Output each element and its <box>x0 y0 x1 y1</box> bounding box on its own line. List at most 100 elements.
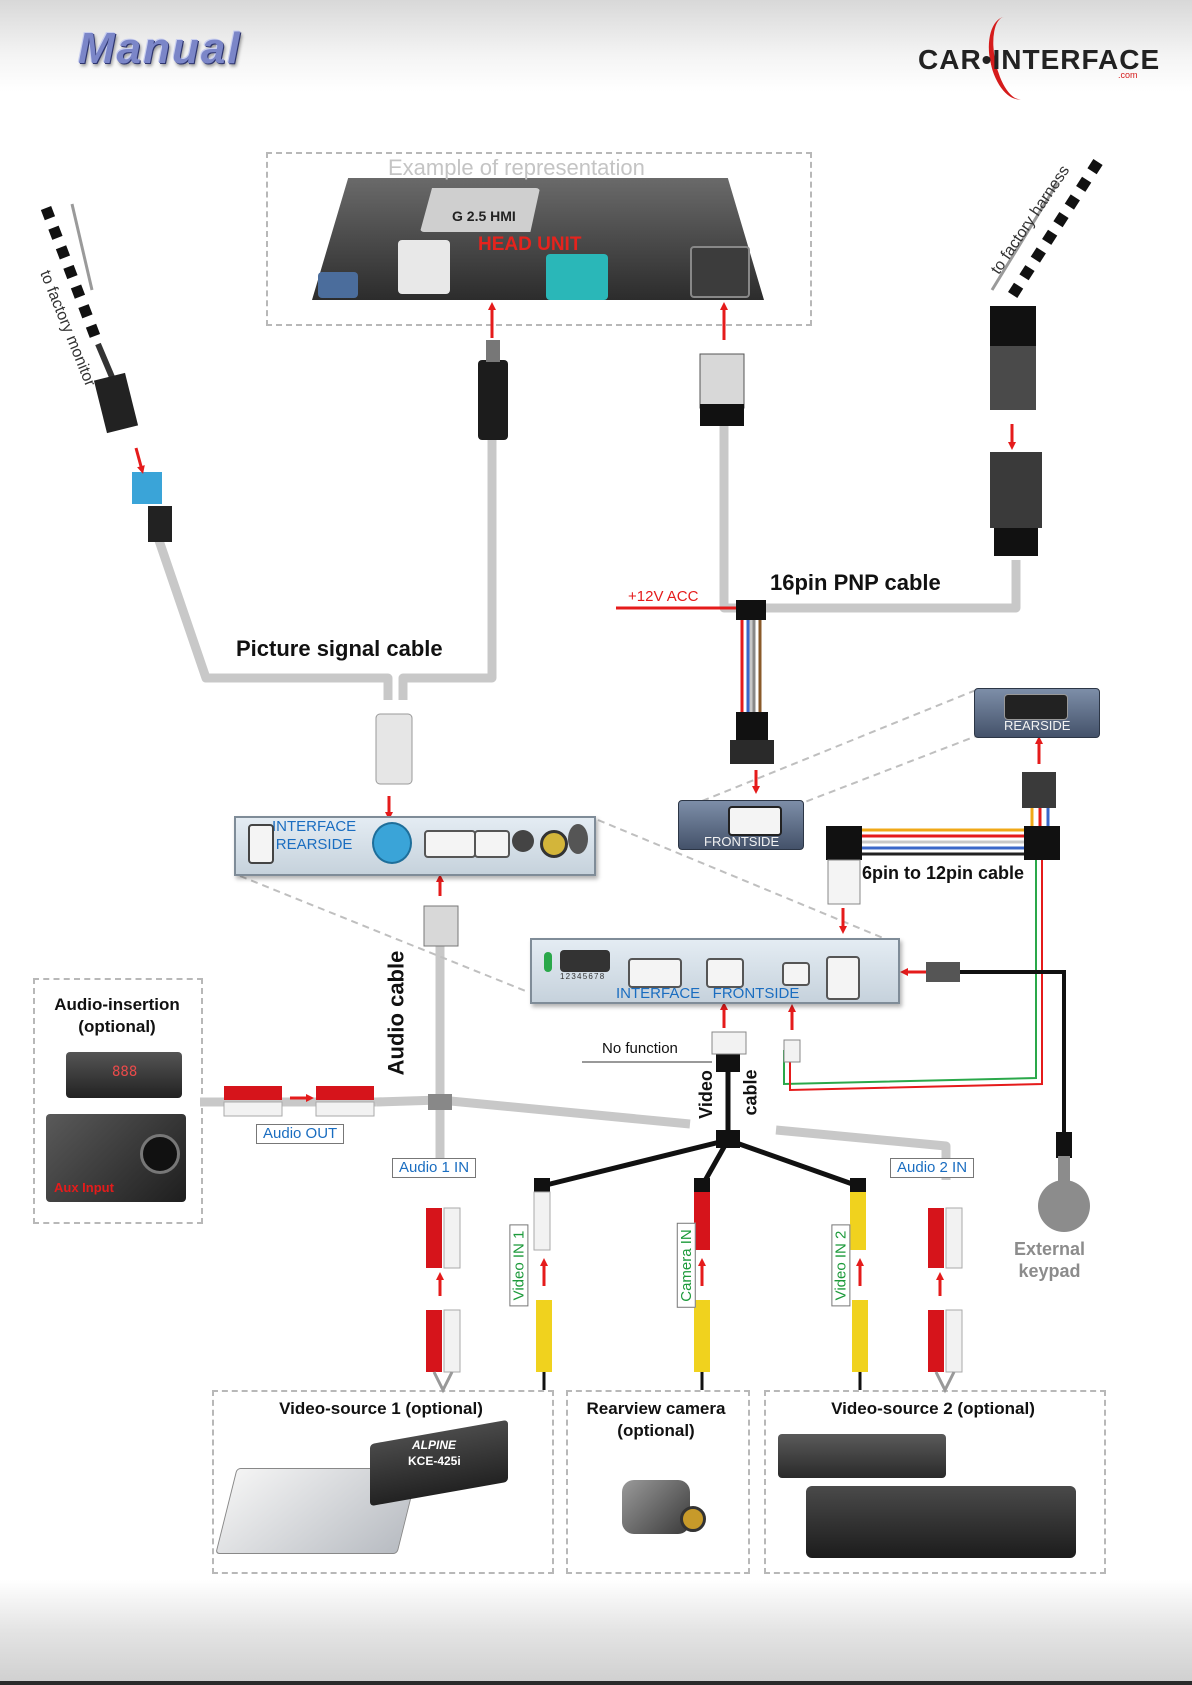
twelve-up-wires <box>1030 808 1050 826</box>
rearside-port-blue <box>372 822 412 864</box>
rearside-fakra <box>568 824 588 854</box>
keypad-body <box>1038 1180 1090 1232</box>
pnp-harness-bottom <box>990 452 1042 528</box>
monitor-blue-plug <box>132 472 162 504</box>
pnp-harness-top-grey <box>990 346 1036 410</box>
audio-out-tag: Audio OUT <box>256 1124 345 1144</box>
dashed-to-harness <box>1007 159 1103 299</box>
rearview-camera-lens <box>680 1506 706 1532</box>
audio-insertion-title: Audio-insertion (optional) <box>54 995 180 1036</box>
pnp-colored-wires <box>740 620 762 712</box>
source-cords-grey <box>432 1371 956 1394</box>
head-unit-chip <box>420 188 540 232</box>
rearside-port-left <box>248 824 274 864</box>
pnp-hu-plug <box>699 353 745 409</box>
head-unit-port-black <box>690 246 750 298</box>
video-cable-label-2: cable <box>740 1069 761 1116</box>
keypad-neck <box>1058 1156 1070 1182</box>
six-twelve-wires <box>862 828 1024 856</box>
audio-cable-label: Audio cable <box>383 950 409 1076</box>
rca-male-row <box>426 1300 963 1373</box>
logo-sub: .com <box>1118 70 1138 80</box>
frontside-port-2 <box>706 958 744 988</box>
no-function-plug <box>711 1031 747 1055</box>
cable-audio-horizontal <box>375 1095 691 1129</box>
frontside-port-3 <box>782 962 810 986</box>
camera-in-tag: Camera IN <box>676 1223 696 1308</box>
rearside-port-white-1 <box>424 830 476 858</box>
external-keypad-label: External keypad <box>1014 1239 1086 1281</box>
head-unit-port-white <box>398 240 450 294</box>
pnp-hu-plug-base <box>700 404 744 426</box>
frontside-small-port <box>728 806 782 836</box>
rca-camera-in <box>694 1178 710 1250</box>
pnp-bottom-plug <box>736 712 768 742</box>
video-source-2-title: Video-source 2 (optional) <box>831 1399 1035 1418</box>
rearside-jack <box>512 830 534 852</box>
video-source-1-title: Video-source 1 (optional) <box>279 1399 483 1418</box>
soundgate-display: 888 <box>112 1064 138 1080</box>
red-green-wire-a <box>783 860 1037 1086</box>
arrow-to-monitor <box>70 203 94 291</box>
hu-picture-plug <box>478 360 508 440</box>
pnp-cable-label: 16pin PNP cable <box>770 570 941 595</box>
dashed-to-monitor <box>40 206 104 346</box>
video-junction-top <box>716 1054 740 1072</box>
frontside-port-4 <box>826 956 860 1000</box>
frontside-led <box>544 952 552 972</box>
arrow-to-harness <box>990 181 1060 291</box>
twelve-up-plug <box>1022 772 1056 808</box>
frontside-small-label: FRONTSIDE <box>704 834 780 849</box>
soundgate-device <box>66 1052 182 1098</box>
video-source-1-box <box>212 1390 554 1574</box>
monitor-black-plug <box>148 506 172 542</box>
gray-cables <box>147 420 1021 1180</box>
six-pin-white-plug <box>827 859 861 905</box>
frontside-port-1 <box>628 958 682 988</box>
acc-label: +12V ACC <box>628 588 699 605</box>
head-unit-port-teal <box>546 254 608 300</box>
audio-junction <box>428 1094 452 1110</box>
rca-audio-1-in <box>426 1207 461 1269</box>
keypad-cable <box>960 970 1066 1140</box>
pnp-harness-base <box>994 528 1038 556</box>
head-unit-chip-text: G 2.5 HMI <box>452 208 516 224</box>
cable-headunit-to-picture <box>398 430 497 700</box>
example-title: Example of representation <box>388 155 645 180</box>
video-in-2-tag: Video IN 2 <box>831 1224 851 1307</box>
rca-audio-out <box>223 1086 375 1117</box>
kce-model: KCE-425i <box>408 1454 461 1468</box>
audio-cable-plug <box>423 905 459 947</box>
rearview-camera-device <box>622 1480 690 1534</box>
picture-plug <box>375 713 413 785</box>
picture-signal-cable-label: Picture signal cable <box>236 636 443 661</box>
audio-2-in-tag: Audio 2 IN <box>890 1158 975 1178</box>
keypad-plug <box>926 962 960 982</box>
cable-monitor-to-picture <box>147 518 393 700</box>
manual-title: Manual <box>78 24 242 73</box>
head-unit-port-blue <box>318 272 358 298</box>
interface-frontside-label: INTERFACE FRONTSIDE <box>616 985 800 1002</box>
aux-input-label: Aux Input <box>54 1180 114 1195</box>
interface-rearside-unit <box>234 816 596 876</box>
rearside-port-white-2 <box>474 830 510 858</box>
footer-band <box>0 1580 1192 1685</box>
rearview-camera-title: Rearview camera (optional) <box>586 1399 726 1440</box>
rearside-small-label: REARSIDE <box>1004 718 1071 733</box>
interface-rearside-label: INTERFACE REARSIDE <box>272 818 357 853</box>
rearside-rca-yellow <box>540 830 568 858</box>
source-cords <box>542 1372 862 1390</box>
pnp-bottom-plug-end <box>730 740 774 764</box>
red-arrows <box>95 302 1043 1296</box>
six-twelve-label: 6pin to 12pin cable <box>862 863 1025 883</box>
audio-1-in-tag: Audio 1 IN <box>392 1158 477 1178</box>
rearside-small-port <box>1004 694 1068 720</box>
video-junction <box>716 1130 740 1148</box>
example-box <box>266 152 812 326</box>
header-band <box>0 0 1192 92</box>
video-cable-label-1: Video <box>695 1070 716 1119</box>
hu-picture-plug-tip <box>486 340 500 362</box>
pnp-harness-top-black <box>990 306 1036 348</box>
